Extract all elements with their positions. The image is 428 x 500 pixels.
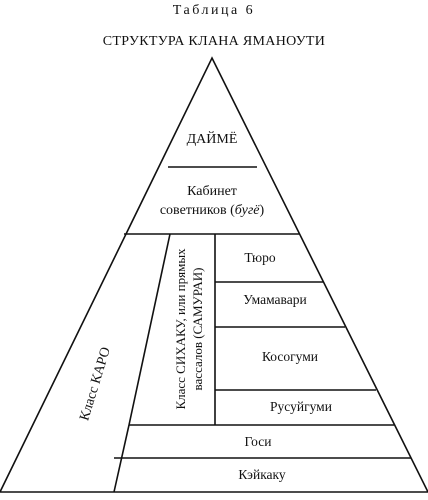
divider-karo-column: [128, 233, 171, 426]
sihaku-class-label-line2: вассалов (САМУРАИ): [190, 268, 205, 391]
cabinet-label-line2: советников (бугё): [160, 203, 265, 218]
diagram-title: СТРУКТУРА КЛАНА ЯМАНОУТИ: [102, 34, 326, 49]
daimyo-label: ДАЙМЁ: [187, 130, 238, 147]
karo-class-label: Класс КАРО: [77, 345, 114, 422]
divider-lower-left: [113, 424, 130, 493]
pyramid-outline: [0, 56, 428, 493]
keikaku-label: Кэйкаку: [238, 467, 286, 482]
goshi-label: Госи: [245, 434, 272, 449]
sihaku-class-label-line1: Класс СИХАКУ, или прямых: [173, 248, 188, 410]
group-label-umamavari: Умамавари: [243, 292, 306, 307]
table-label: Таблица 6: [172, 3, 256, 18]
cabinet-label-line1: Кабинет: [187, 184, 237, 199]
group-label-kosogumi: Косогуми: [262, 349, 318, 364]
group-label-tyuro: Тюро: [244, 250, 275, 265]
group-label-rusuigumi: Русуйгуми: [270, 399, 332, 414]
